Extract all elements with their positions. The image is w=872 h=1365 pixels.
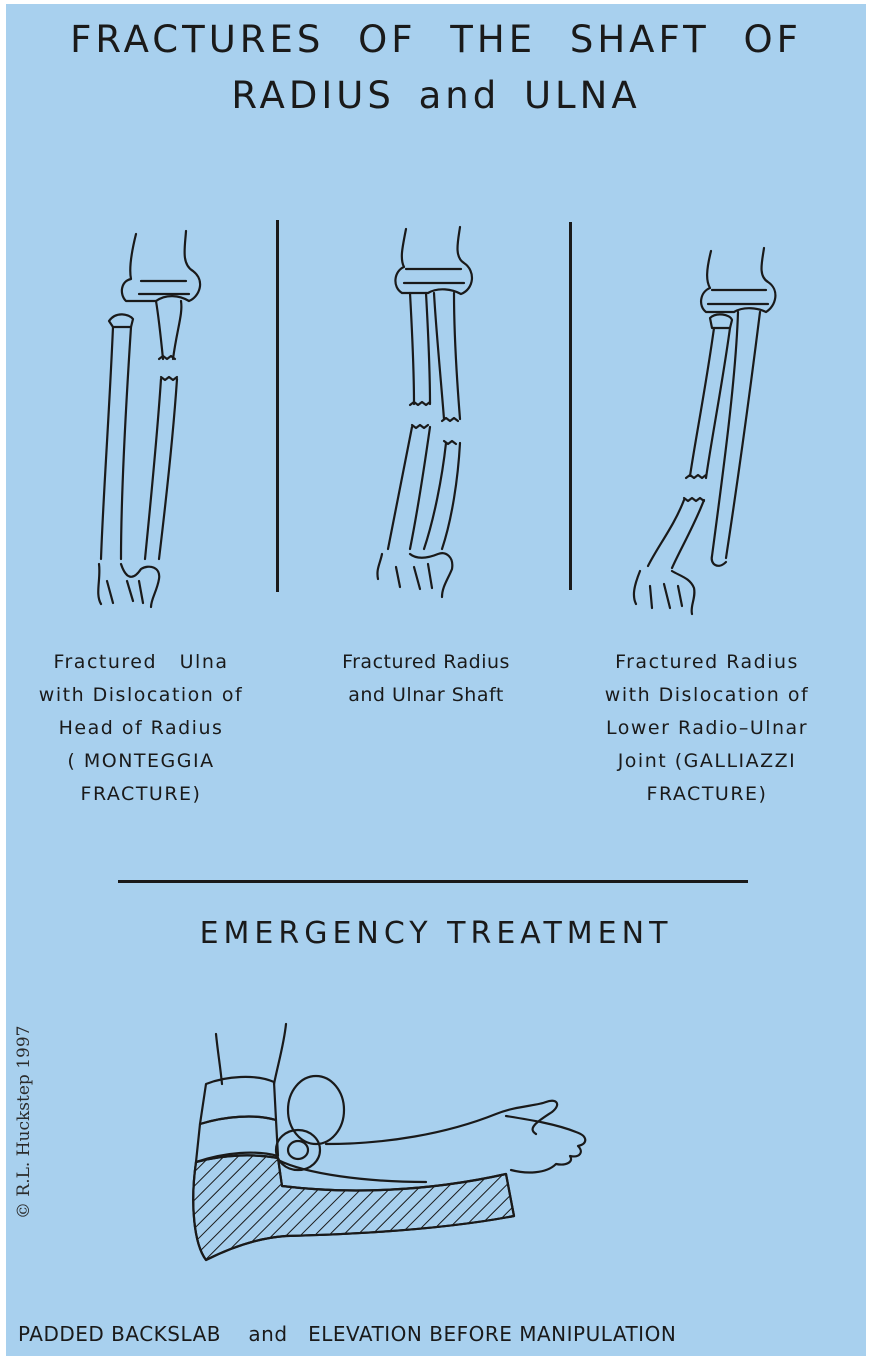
footer-text: PADDED BACKSLAB and ELEVATION BEFORE MAN… — [18, 1322, 676, 1346]
section-divider — [118, 880, 748, 883]
panel-divider-2 — [569, 222, 572, 590]
caption-galeazzi: Fractured Radius with Dislocation of Low… — [572, 646, 842, 811]
backslab-arm-illustration — [186, 1024, 626, 1284]
section-heading: EMERGENCY TREATMENT — [6, 916, 866, 951]
title-line-2: RADIUS and ULNA — [6, 74, 866, 117]
poster: FRACTURES OF THE SHAFT OF RADIUS and ULN… — [6, 4, 866, 1356]
title-line-1: FRACTURES OF THE SHAFT OF — [6, 18, 866, 61]
monteggia-fracture-illustration — [81, 219, 281, 619]
caption-monteggia: Fractured Ulna with Dislocation of Head … — [16, 646, 266, 811]
radius-ulna-shaft-fracture-illustration — [366, 219, 566, 619]
caption-shaft-fracture: Fractured Radius and Ulnar Shaft — [306, 646, 546, 712]
panel-divider-1 — [276, 220, 279, 592]
copyright-text: © R.L. Huckstep 1997 — [14, 1039, 34, 1219]
galeazzi-fracture-illustration — [626, 246, 826, 646]
